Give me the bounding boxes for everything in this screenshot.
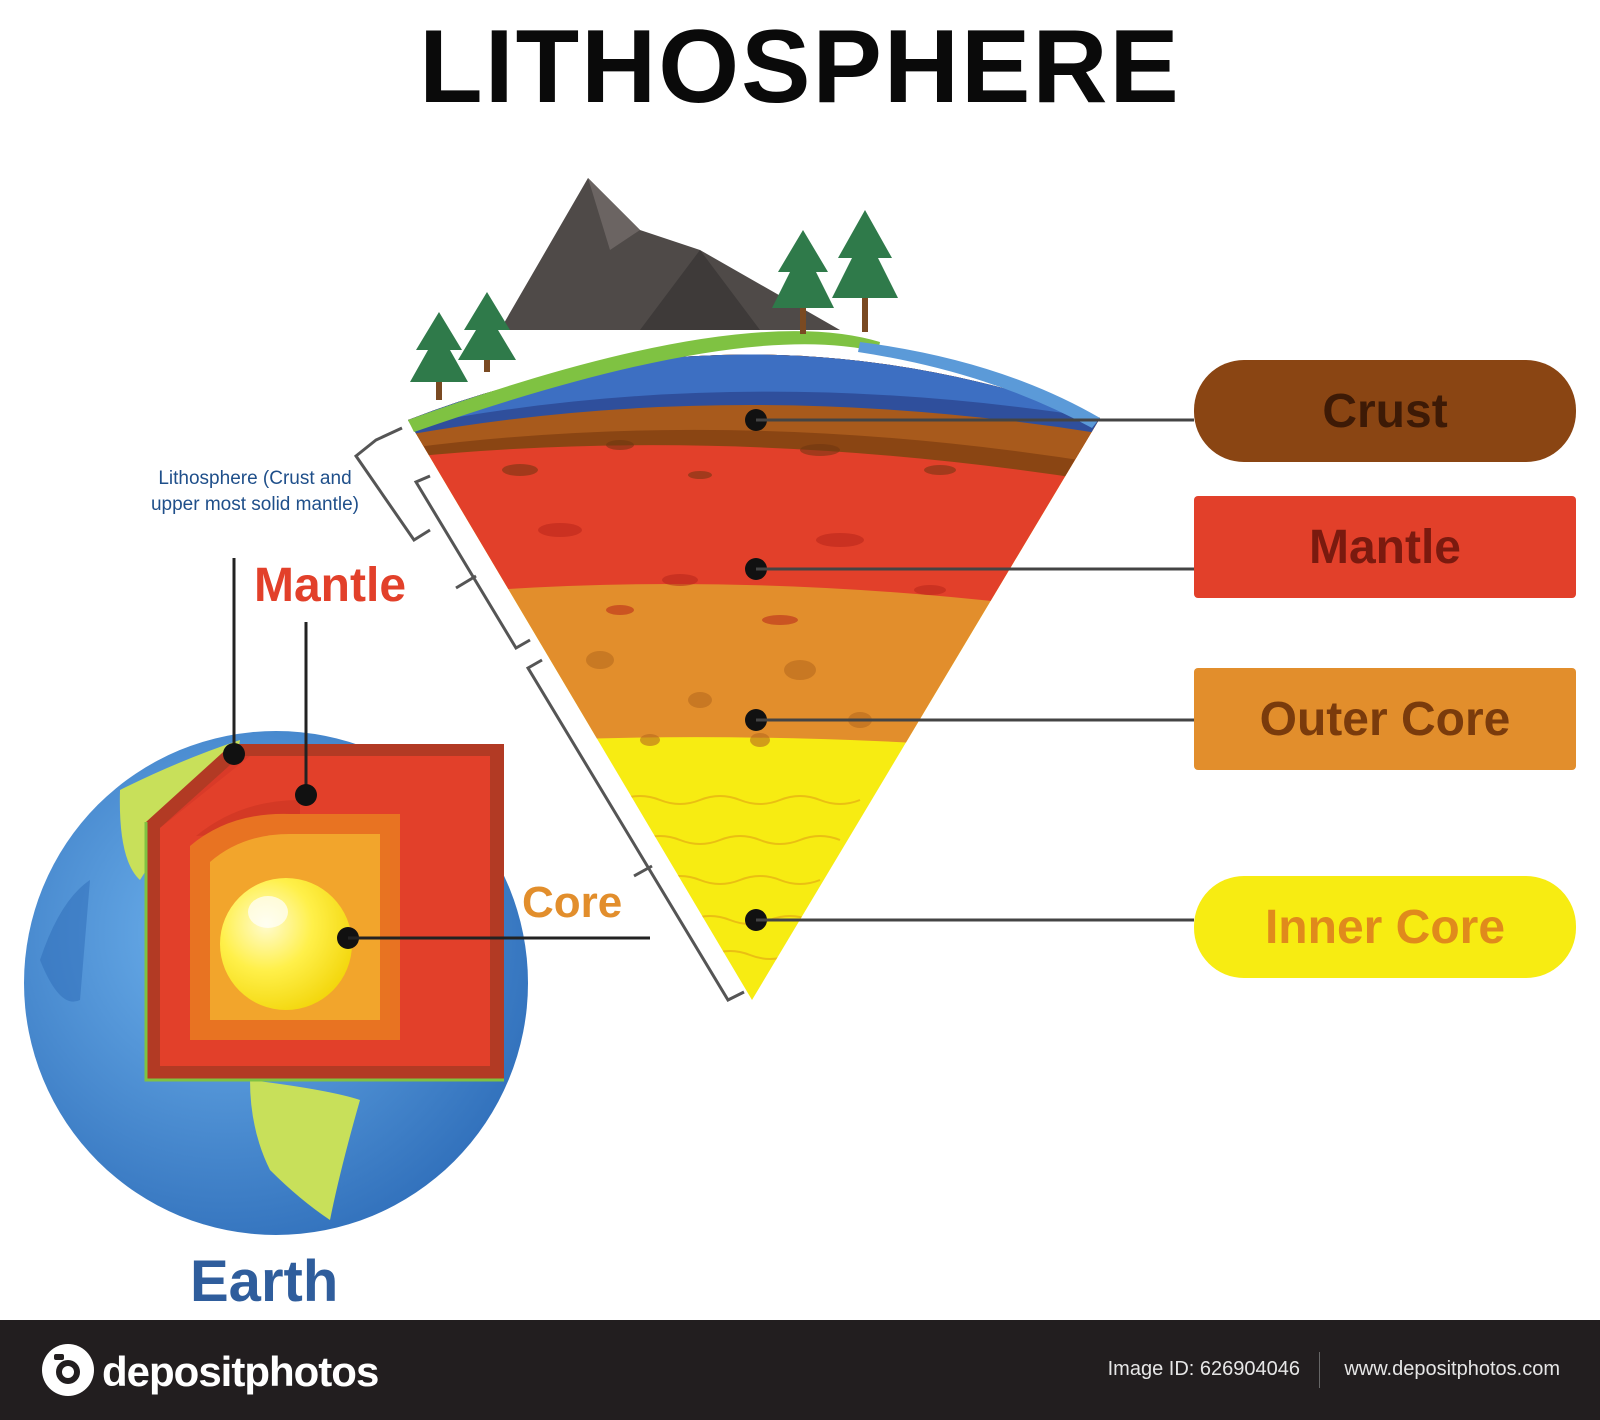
cutaway-inner-core: [220, 878, 352, 1010]
mantle-earth-pointer: [295, 622, 317, 806]
mantle-label-pill: Mantle: [1194, 496, 1576, 598]
mountain-icon: [500, 178, 840, 330]
outer-core-label-pill: Outer Core: [1194, 668, 1576, 770]
crust-label: Crust: [1322, 384, 1448, 438]
grass-strip: [408, 331, 880, 432]
earth-core-label: Core: [522, 878, 623, 927]
lithosphere-pointer: [223, 558, 245, 765]
earth-mantle-label: Mantle: [254, 559, 407, 612]
page-title: LITHOSPHERE: [419, 9, 1181, 125]
mantle-label: Mantle: [1308, 520, 1461, 574]
lithosphere-label: Lithosphere (Crust and upper most solid …: [150, 468, 360, 515]
image-id: Image ID: 626904046: [1107, 1358, 1300, 1380]
camera-logo-icon: [42, 1344, 94, 1396]
outer-core-label: Outer Core: [1259, 692, 1511, 746]
core-bracket: [525, 658, 745, 1002]
footer-bar: depositphotos Image ID: 626904046 www.de…: [0, 1320, 1600, 1420]
mantle-bracket: [413, 474, 531, 651]
core-earth-pointer: [337, 927, 650, 949]
mantle-pointer: [745, 558, 1194, 580]
crust-label-pill: Crust: [1194, 360, 1576, 462]
earth-globe: [24, 731, 528, 1235]
site-url[interactable]: www.depositphotos.com: [1344, 1358, 1560, 1380]
outer-core-pointer: [745, 709, 1194, 731]
inner-core-label-pill: Inner Core: [1194, 876, 1576, 978]
tree-icon: [832, 210, 898, 332]
brand-name: depositphotos: [102, 1348, 379, 1395]
footer-divider: [1319, 1352, 1320, 1388]
tree-icon: [410, 312, 468, 400]
inner-core-pointer: [745, 909, 1194, 931]
tree-icon: [458, 292, 516, 372]
crust-pointer: [745, 409, 1194, 431]
inner-core-label: Inner Core: [1264, 900, 1506, 954]
tree-icon: [772, 230, 834, 334]
earth-label: Earth: [190, 1249, 339, 1314]
lithosphere-bracket: [353, 426, 431, 543]
